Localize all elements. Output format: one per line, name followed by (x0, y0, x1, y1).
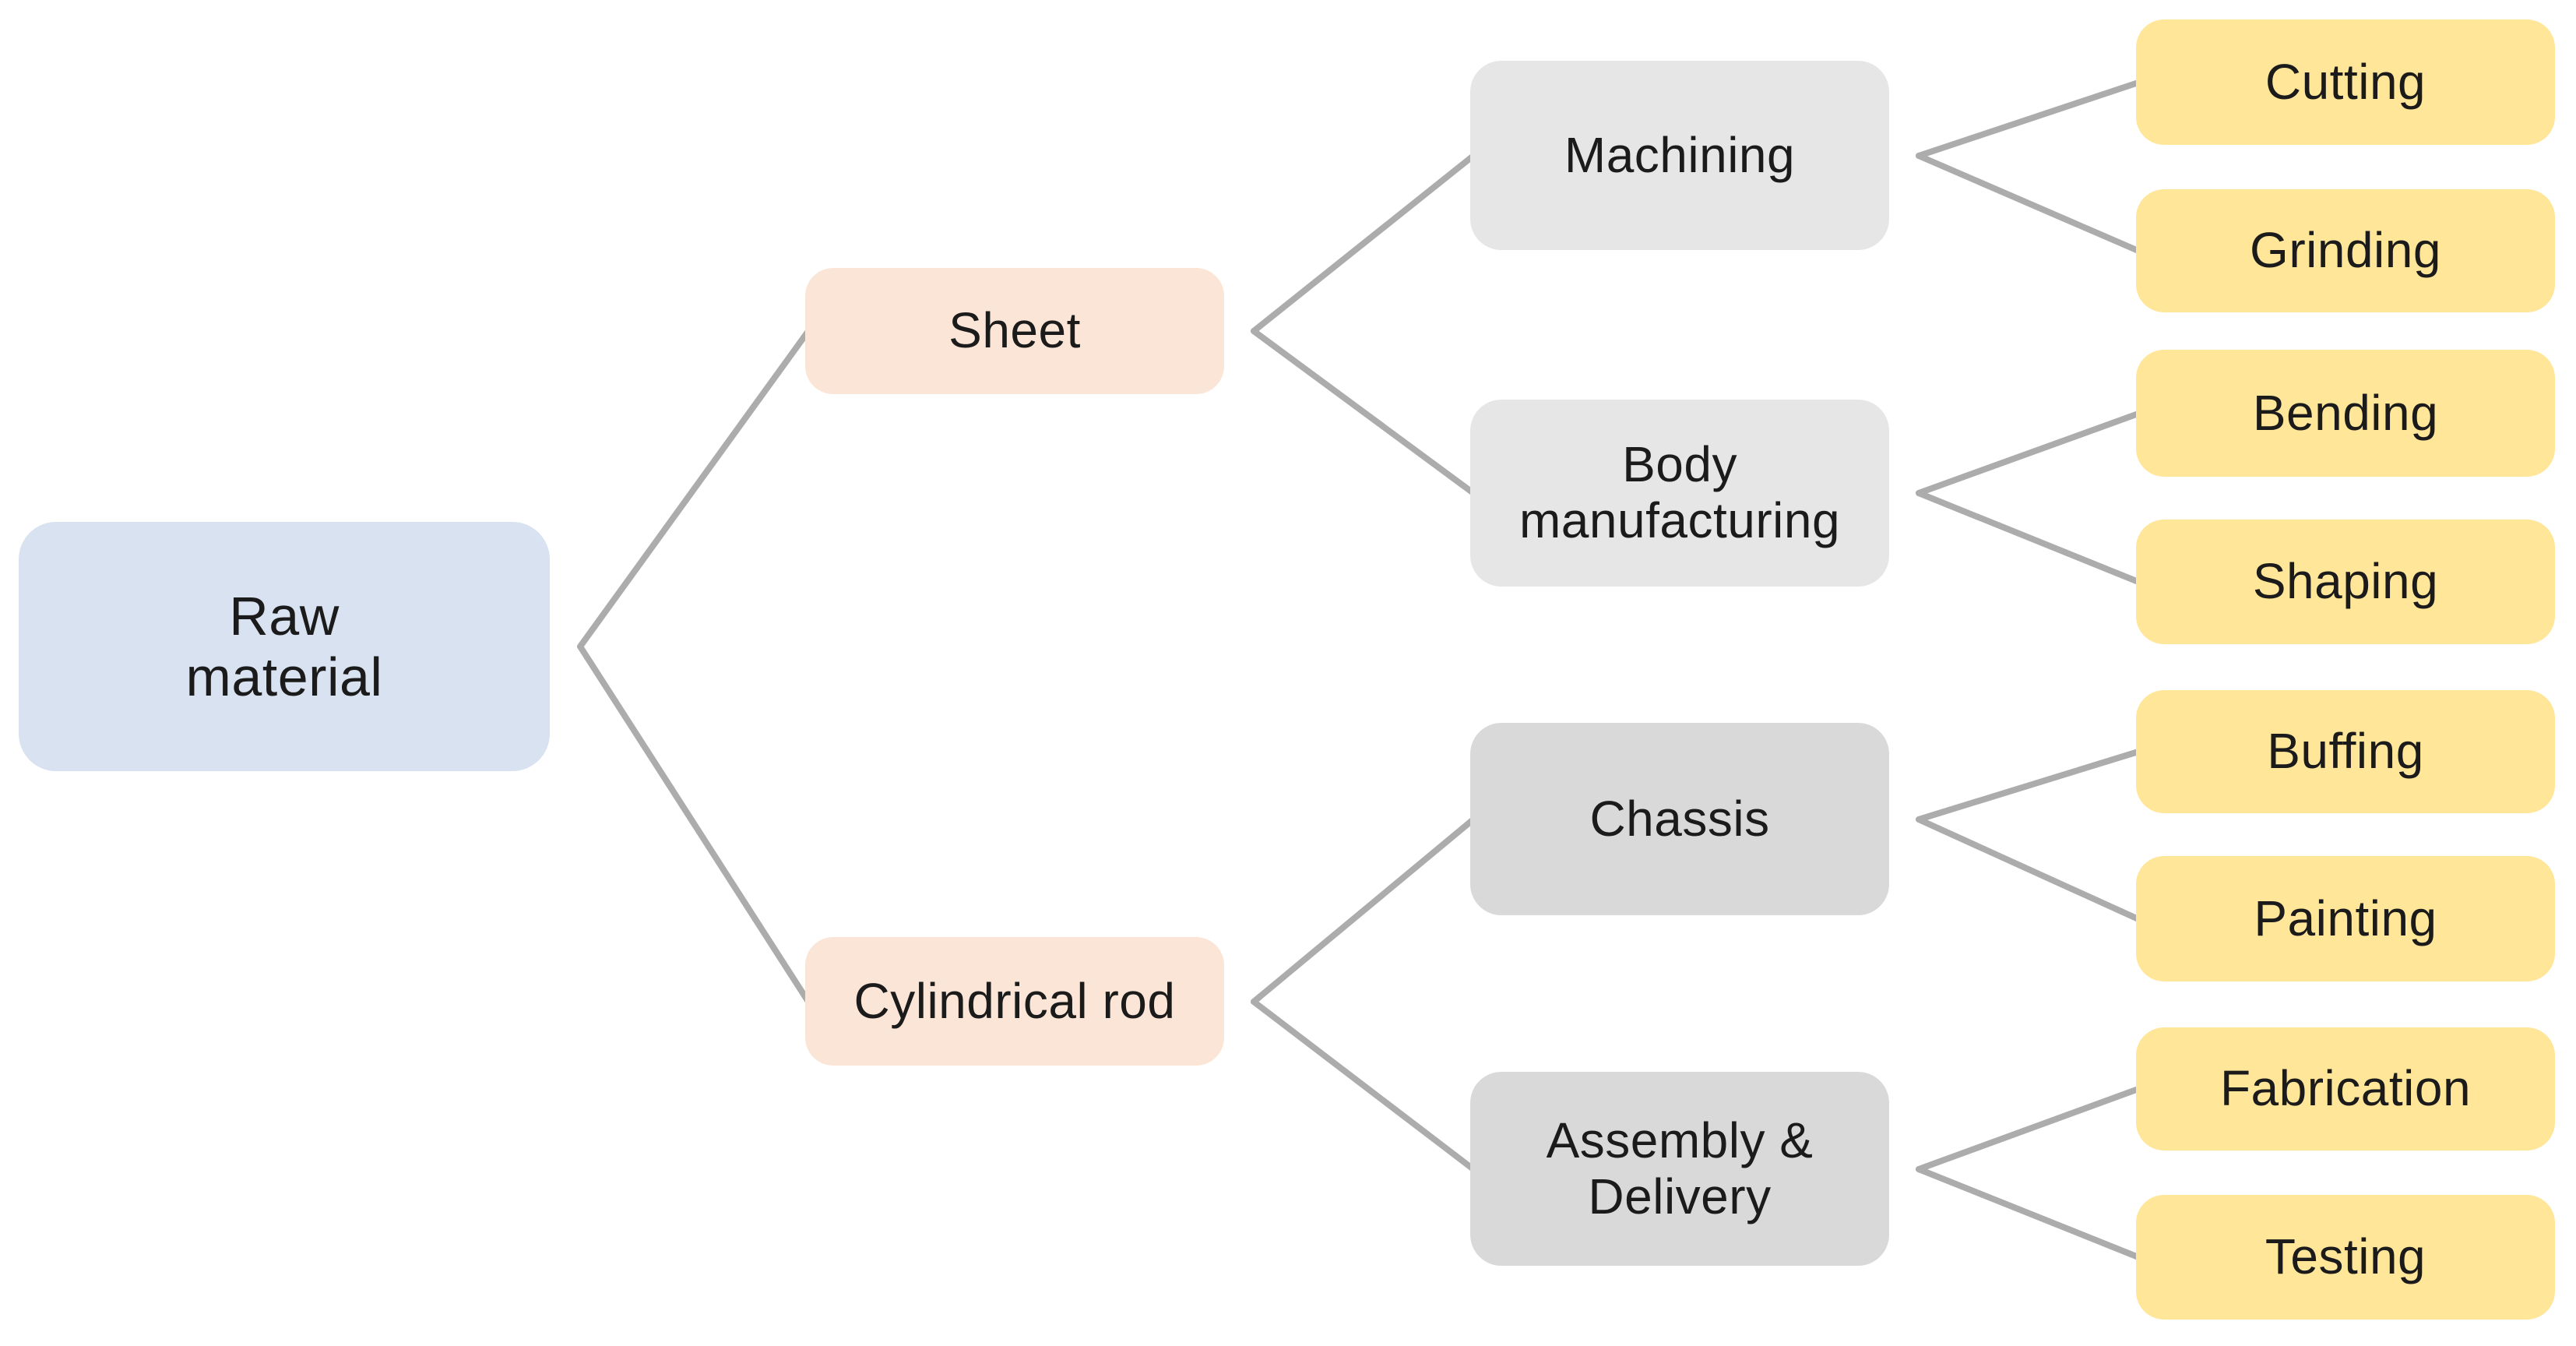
node-cylindrical-rod-label: Cylindrical rod (853, 972, 1176, 1029)
node-painting-label: Painting (2254, 890, 2437, 946)
connector-machining-cutting (1916, 79, 2141, 159)
connector-sheet-body (1251, 328, 1476, 496)
node-machining-label: Machining (1564, 126, 1796, 183)
connector-rod-chassis (1251, 816, 1476, 1005)
node-chassis: Chassis (1470, 723, 1889, 915)
node-assembly-delivery: Assembly & Delivery (1470, 1072, 1889, 1266)
connector-assembly-testing (1916, 1166, 2141, 1260)
connector-chassis-buffing (1916, 749, 2141, 823)
connector-machining-grinding (1916, 153, 2141, 254)
node-shaping: Shaping (2136, 520, 2555, 644)
node-buffing-label: Buffing (2267, 723, 2424, 780)
node-bending: Bending (2136, 350, 2555, 477)
node-shaping-label: Shaping (2252, 553, 2439, 610)
connector-body-shaping (1916, 490, 2141, 585)
connector-assembly-fabrication (1916, 1086, 2141, 1172)
node-bending-label: Bending (2252, 384, 2439, 441)
node-cutting: Cutting (2136, 19, 2555, 145)
node-assembly-delivery-label: Assembly & Delivery (1546, 1112, 1814, 1224)
node-buffing: Buffing (2136, 690, 2555, 813)
node-sheet-label: Sheet (948, 302, 1081, 359)
node-raw-material-label: Raw material (185, 585, 383, 707)
node-testing: Testing (2136, 1195, 2555, 1320)
node-cylindrical-rod: Cylindrical rod (805, 937, 1224, 1066)
connector-body-bending (1916, 410, 2141, 496)
node-sheet: Sheet (805, 268, 1224, 394)
connector-raw-sheet (577, 328, 811, 650)
node-raw-material: Raw material (19, 522, 550, 771)
node-painting: Painting (2136, 856, 2555, 981)
connector-chassis-painting (1916, 816, 2141, 922)
node-chassis-label: Chassis (1589, 790, 1770, 847)
connector-sheet-machining (1251, 153, 1476, 334)
node-body-manufacturing: Body manufacturing (1470, 400, 1889, 587)
connector-rod-assembly (1251, 999, 1476, 1172)
node-body-manufacturing-label: Body manufacturing (1519, 436, 1841, 548)
node-fabrication-label: Fabrication (2219, 1060, 2472, 1117)
connector-raw-cylindrical-rod (577, 643, 811, 1005)
node-cutting-label: Cutting (2265, 53, 2426, 110)
node-testing-label: Testing (2265, 1228, 2426, 1285)
node-machining: Machining (1470, 61, 1889, 250)
node-grinding-label: Grinding (2250, 222, 2441, 279)
node-fabrication: Fabrication (2136, 1027, 2555, 1150)
node-grinding: Grinding (2136, 189, 2555, 312)
